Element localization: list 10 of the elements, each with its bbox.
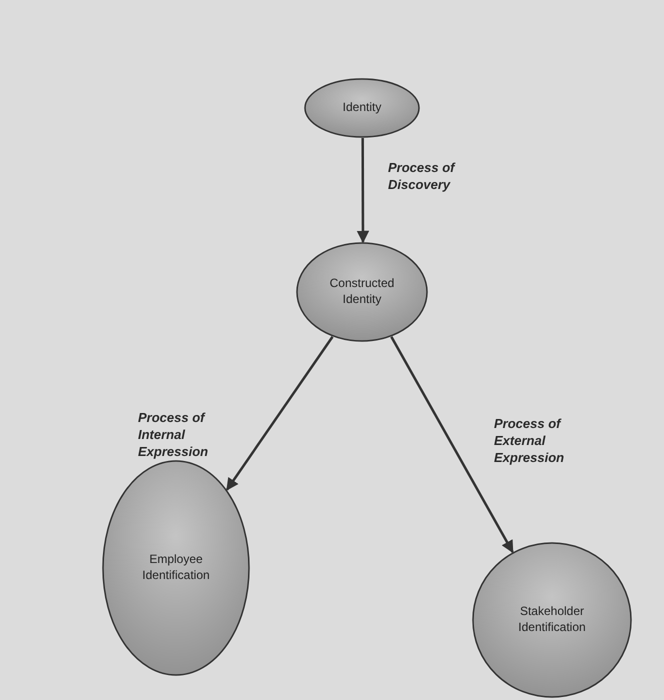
node-label: Employee Identification <box>141 552 211 584</box>
node-label: Stakeholder Identification <box>517 604 587 636</box>
edge-label: Process of External Expression <box>494 416 566 467</box>
node-label: Constructed Identity <box>328 276 396 308</box>
node-label: Identity <box>342 100 382 116</box>
arrow <box>356 138 370 244</box>
arrow <box>226 336 334 491</box>
arrow <box>390 336 514 554</box>
edge-label: Process of Discovery <box>388 160 456 194</box>
edge-label: Process of Internal Expression <box>138 410 210 461</box>
